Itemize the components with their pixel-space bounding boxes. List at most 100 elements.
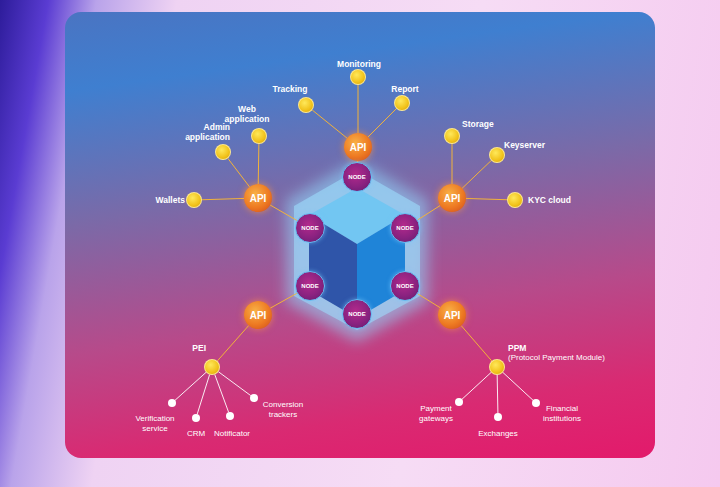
endpoint-dot: CRM (192, 414, 200, 422)
api-text: API (444, 193, 461, 204)
service-label: Admin application (174, 122, 230, 143)
service-circle: Web application (251, 128, 267, 144)
node-label: Report (391, 84, 418, 94)
connector-line (418, 294, 440, 308)
connector-line (270, 293, 297, 308)
node-content: API (438, 301, 466, 329)
node-label: Admin application (174, 122, 230, 143)
node-circle: NODE (390, 271, 420, 301)
node-content: NODE (296, 272, 324, 300)
node-content: API (244, 301, 272, 329)
node-text: NODE (396, 283, 413, 289)
connector-line (368, 109, 396, 137)
connector-line (452, 144, 453, 184)
cube-halo (294, 170, 420, 330)
node-content: API (438, 184, 466, 212)
endpoint-label: Verification service (125, 414, 185, 434)
service-circle: PPM(Protocol Payment Module) (489, 359, 505, 375)
node-label: Keyserver (504, 140, 545, 150)
endpoint-link (497, 375, 499, 413)
node-circle: NODE (295, 213, 325, 243)
connector-line (462, 161, 491, 189)
api-circle: API (344, 133, 372, 161)
service-label: PPM (508, 343, 605, 353)
connector-line (228, 158, 250, 186)
endpoint-dot: Exchanges (494, 413, 502, 421)
api-text: API (350, 142, 367, 153)
api-circle: API (438, 301, 466, 329)
connector-line (358, 85, 359, 133)
node-content: API (344, 133, 372, 161)
node-label: Financial institutions (534, 404, 590, 424)
service-circle: Tracking (298, 97, 314, 113)
service-subtitle: (Protocol Payment Module) (508, 353, 605, 363)
node-label: KYC cloud (528, 195, 571, 205)
connector-line (258, 144, 260, 184)
service-circle: Wallets (186, 192, 202, 208)
service-circle: PEI (204, 359, 220, 375)
endpoint-label: CRM (187, 429, 205, 439)
endpoint-dot: Payment gateways (455, 398, 463, 406)
node-label: Wallets (156, 195, 185, 205)
node-label: PEI (192, 343, 206, 353)
node-text: NODE (301, 225, 318, 231)
service-label: Monitoring (337, 59, 381, 69)
node-label: Payment gateways (411, 404, 461, 424)
node-label: Monitoring (337, 59, 381, 69)
service-label: Wallets (156, 195, 185, 205)
service-circle: Report (394, 95, 410, 111)
api-text: API (250, 193, 267, 204)
endpoint-dot: Verification service (168, 399, 176, 407)
connector-line (461, 326, 492, 361)
node-content: NODE (391, 214, 419, 242)
node-circle: NODE (390, 213, 420, 243)
node-label: Web application (219, 104, 275, 125)
node-label: Tracking (273, 84, 308, 94)
node-text: NODE (301, 283, 318, 289)
service-circle: KYC cloud (507, 192, 523, 208)
service-label: Tracking (273, 84, 308, 94)
service-label: Web application (219, 104, 275, 125)
endpoint-link (215, 375, 229, 413)
api-circle: API (438, 184, 466, 212)
node-label: PPM(Protocol Payment Module) (508, 343, 605, 363)
connector-line (217, 325, 248, 361)
node-content: API (244, 184, 272, 212)
connector-line (418, 206, 441, 220)
api-circle: API (244, 301, 272, 329)
service-label: KYC cloud (528, 195, 571, 205)
service-label: PEI (192, 343, 206, 353)
node-circle: NODE (342, 299, 372, 329)
api-text: API (444, 310, 461, 321)
connector-line (202, 198, 244, 199)
api-text: API (250, 310, 267, 321)
node-text: NODE (396, 225, 413, 231)
endpoint-label: Notificator (214, 429, 250, 439)
cube-glow (286, 160, 428, 342)
service-label: Storage (462, 119, 494, 129)
node-label: Exchanges (478, 429, 518, 439)
service-label: Keyserver (504, 140, 545, 150)
node-text: NODE (348, 174, 365, 180)
endpoint-label: Exchanges (478, 429, 518, 439)
service-circle: Storage (444, 128, 460, 144)
node-content: NODE (343, 300, 371, 328)
connector-line (270, 205, 297, 221)
endpoint-dot: Conversion trackers (250, 394, 258, 402)
endpoint-label: Conversion trackers (255, 400, 311, 420)
connector-line (466, 198, 507, 199)
service-circle: Monitoring (350, 69, 366, 85)
node-circle: NODE (295, 271, 325, 301)
node-content: NODE (343, 163, 371, 191)
service-circle: Keyserver (489, 147, 505, 163)
endpoint-link (218, 372, 250, 396)
node-label: Verification service (125, 414, 185, 434)
endpoint-label: Financial institutions (534, 404, 590, 424)
endpoint-link (175, 372, 206, 400)
endpoint-link (197, 375, 209, 415)
endpoint-link (462, 372, 491, 399)
service-circle: Admin application (215, 144, 231, 160)
node-circle: NODE (342, 162, 372, 192)
